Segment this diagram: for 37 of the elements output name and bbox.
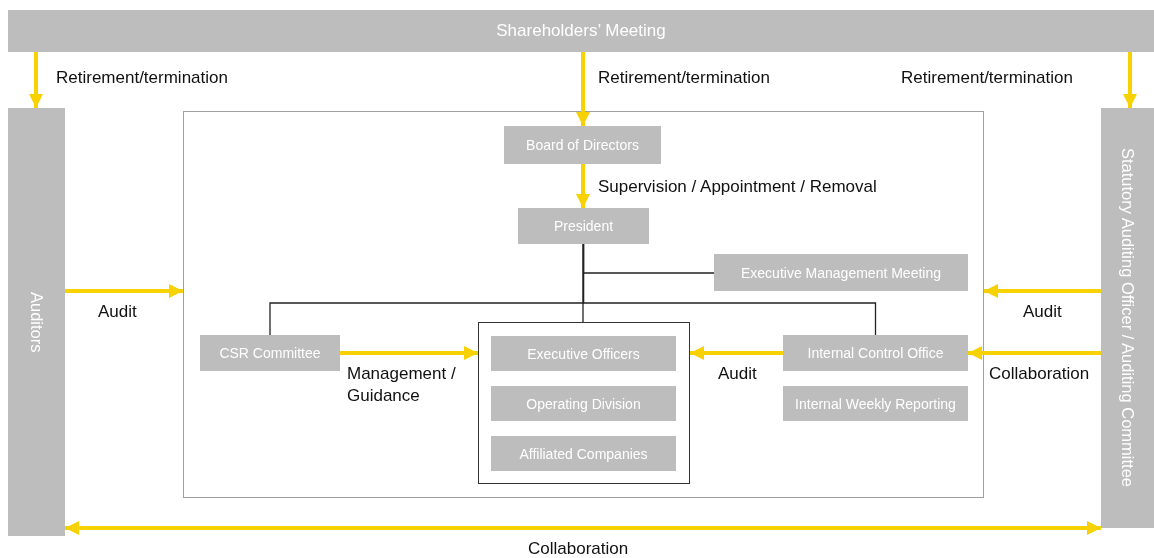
group-box xyxy=(478,322,690,484)
arrow xyxy=(576,52,590,126)
arrow xyxy=(65,521,1101,535)
node-label: CSR Committee xyxy=(219,345,321,361)
node-label: Executive Officers xyxy=(527,345,640,362)
band xyxy=(8,10,1154,52)
node-label: Statutory Auditing Officer / Auditing Committee xyxy=(1118,148,1137,488)
org-box xyxy=(491,336,676,371)
arrow xyxy=(984,284,1101,298)
node-label: Internal Weekly Reporting xyxy=(795,395,956,412)
node-label: Executive Management Meeting xyxy=(741,264,941,281)
org-box xyxy=(518,208,649,244)
arrow xyxy=(576,164,590,208)
org-box xyxy=(491,436,676,471)
node-label: Operating Division xyxy=(526,395,641,412)
org-box xyxy=(200,335,340,371)
org-box xyxy=(714,254,968,291)
org-box xyxy=(504,126,661,164)
side-bar xyxy=(8,108,65,536)
connector-line xyxy=(582,243,584,323)
org-box xyxy=(491,386,676,421)
arrow xyxy=(65,284,183,298)
connector-line xyxy=(582,243,877,336)
arrow xyxy=(340,346,478,360)
arrow xyxy=(968,346,1101,360)
node-label: President xyxy=(553,218,614,234)
org-box xyxy=(783,335,968,371)
side-bar xyxy=(1101,108,1154,528)
node-label: Internal Control Office xyxy=(807,345,944,361)
arrow xyxy=(690,346,783,360)
node-label: Affiliated Companies xyxy=(519,445,648,462)
arrow xyxy=(1123,52,1137,108)
node-label: Auditors xyxy=(27,291,46,353)
node-label: Shareholders’ Meeting xyxy=(496,21,666,41)
node-label: Board of Directors xyxy=(526,137,639,153)
org-box xyxy=(783,386,968,421)
arrow xyxy=(29,52,43,108)
